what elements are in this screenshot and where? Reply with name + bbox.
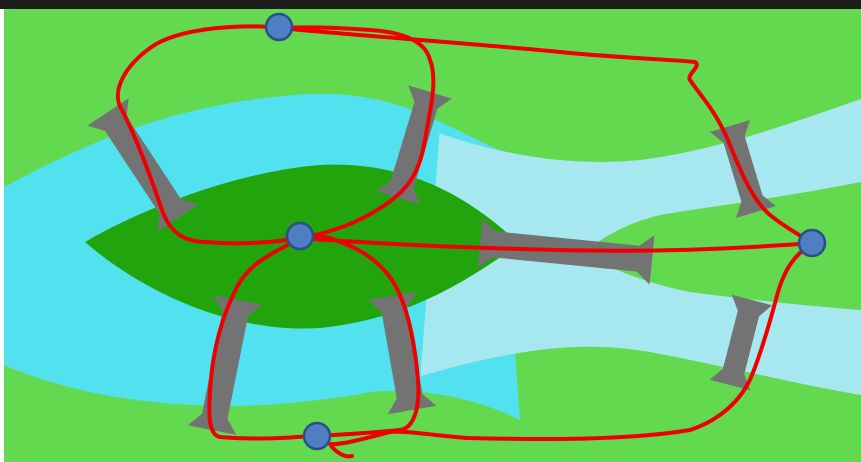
node-bottom [304,423,330,449]
node-top [266,14,292,40]
top-bar [0,0,861,9]
node-center [287,223,313,249]
node-right [799,230,825,256]
